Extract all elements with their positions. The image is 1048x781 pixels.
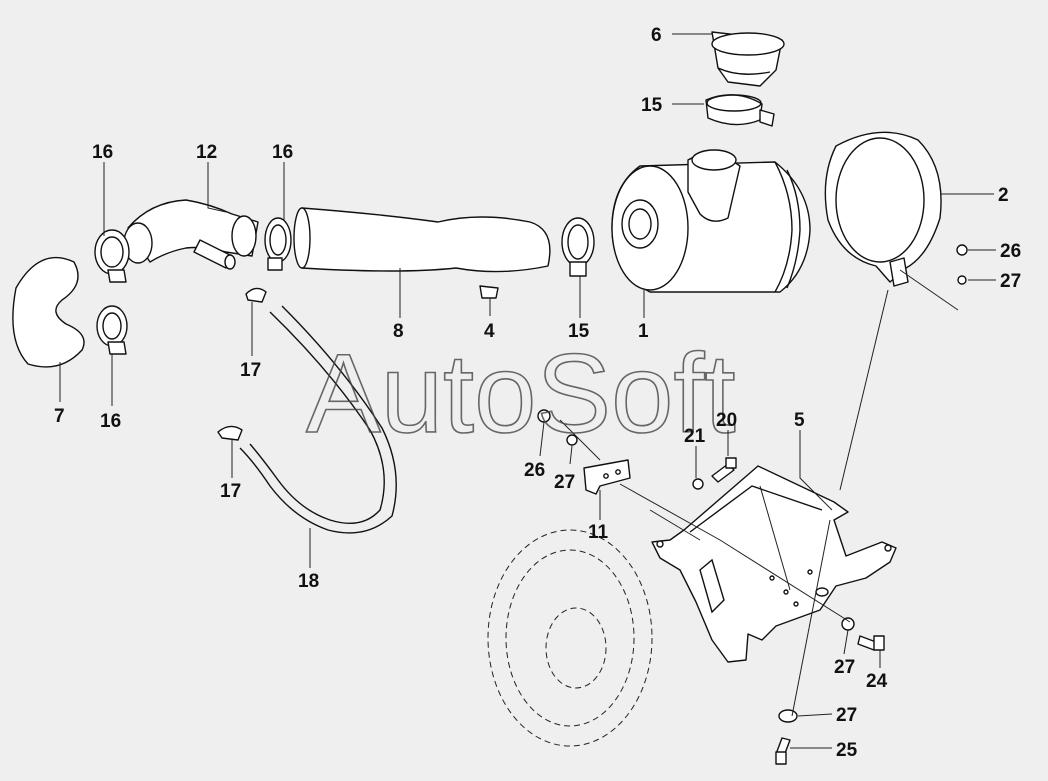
- part-15-band-clamp-top[interactable]: [705, 94, 775, 127]
- callout-27-bottom: 27: [836, 705, 857, 726]
- part-2-mounting-band[interactable]: [824, 131, 942, 287]
- part-27-washer-b[interactable]: [957, 275, 967, 285]
- callout-27-middle: 27: [554, 472, 575, 493]
- part-6-intake-cap[interactable]: [711, 31, 785, 87]
- callout-16-left-bottom: 16: [100, 411, 121, 432]
- part-24-bolt[interactable]: [857, 635, 885, 651]
- callout-24: 24: [866, 671, 888, 692]
- callout-15-top: 15: [641, 95, 663, 116]
- callout-leaders: [59, 33, 996, 749]
- part-4-clip[interactable]: [479, 285, 499, 299]
- part-16-clamp-b[interactable]: [264, 217, 292, 271]
- part-1-air-filter-housing[interactable]: [611, 149, 811, 293]
- callout-20: 20: [716, 410, 737, 431]
- part-25-bolt[interactable]: [775, 737, 791, 765]
- callout-18: 18: [298, 571, 319, 592]
- flywheel-dashed: [487, 529, 653, 747]
- callout-5: 5: [794, 410, 805, 431]
- callout-26-middle: 26: [524, 460, 545, 481]
- callout-4: 4: [484, 321, 495, 342]
- part-27-washer-a[interactable]: [566, 434, 578, 446]
- part-17-clip-b[interactable]: [217, 425, 243, 441]
- part-16-clamp-a[interactable]: [94, 229, 130, 283]
- callout-6: 6: [651, 25, 662, 46]
- part-27-washer-d[interactable]: [778, 709, 798, 723]
- part-16-clamp-c[interactable]: [96, 305, 128, 355]
- part-18-long-hose[interactable]: [239, 305, 397, 534]
- assembly-lines: [559, 269, 959, 717]
- callout-8: 8: [393, 321, 404, 342]
- part-21-nut[interactable]: [692, 478, 704, 490]
- watermark-text: AutoSoft: [306, 331, 736, 456]
- callout-26-top: 26: [1000, 241, 1021, 262]
- callout-17-top: 17: [240, 360, 261, 381]
- callout-2: 2: [998, 185, 1009, 206]
- callout-27-top: 27: [1000, 271, 1021, 292]
- part-20-bolt[interactable]: [711, 457, 737, 483]
- part-8-intake-pipe[interactable]: [293, 207, 551, 273]
- callout-16-right: 16: [272, 142, 293, 163]
- callout-15-middle: 15: [568, 321, 590, 342]
- callout-17-bottom: 17: [220, 481, 241, 502]
- callout-7: 7: [54, 406, 65, 427]
- part-17-clip-a[interactable]: [245, 287, 267, 303]
- part-11-bracket[interactable]: [583, 459, 631, 495]
- part-5-support-bracket[interactable]: [651, 465, 897, 663]
- callout-labels: 6 15 16 12 16 2 26 27 8 4 15 1 17 7 16 5…: [54, 25, 1021, 761]
- callout-11: 11: [588, 522, 609, 543]
- callout-21: 21: [684, 426, 706, 447]
- callout-25: 25: [836, 740, 858, 761]
- part-12-elbow-pipe[interactable]: [123, 199, 259, 270]
- callout-27-right: 27: [834, 657, 855, 678]
- callout-1: 1: [638, 321, 649, 342]
- callout-16-left-top: 16: [92, 142, 113, 163]
- part-27-washer-c[interactable]: [841, 617, 855, 631]
- part-7-curved-hose[interactable]: [12, 257, 85, 368]
- part-15-band-clamp-middle[interactable]: [561, 217, 595, 277]
- part-26-nut-b[interactable]: [956, 244, 968, 256]
- callout-12: 12: [196, 142, 217, 163]
